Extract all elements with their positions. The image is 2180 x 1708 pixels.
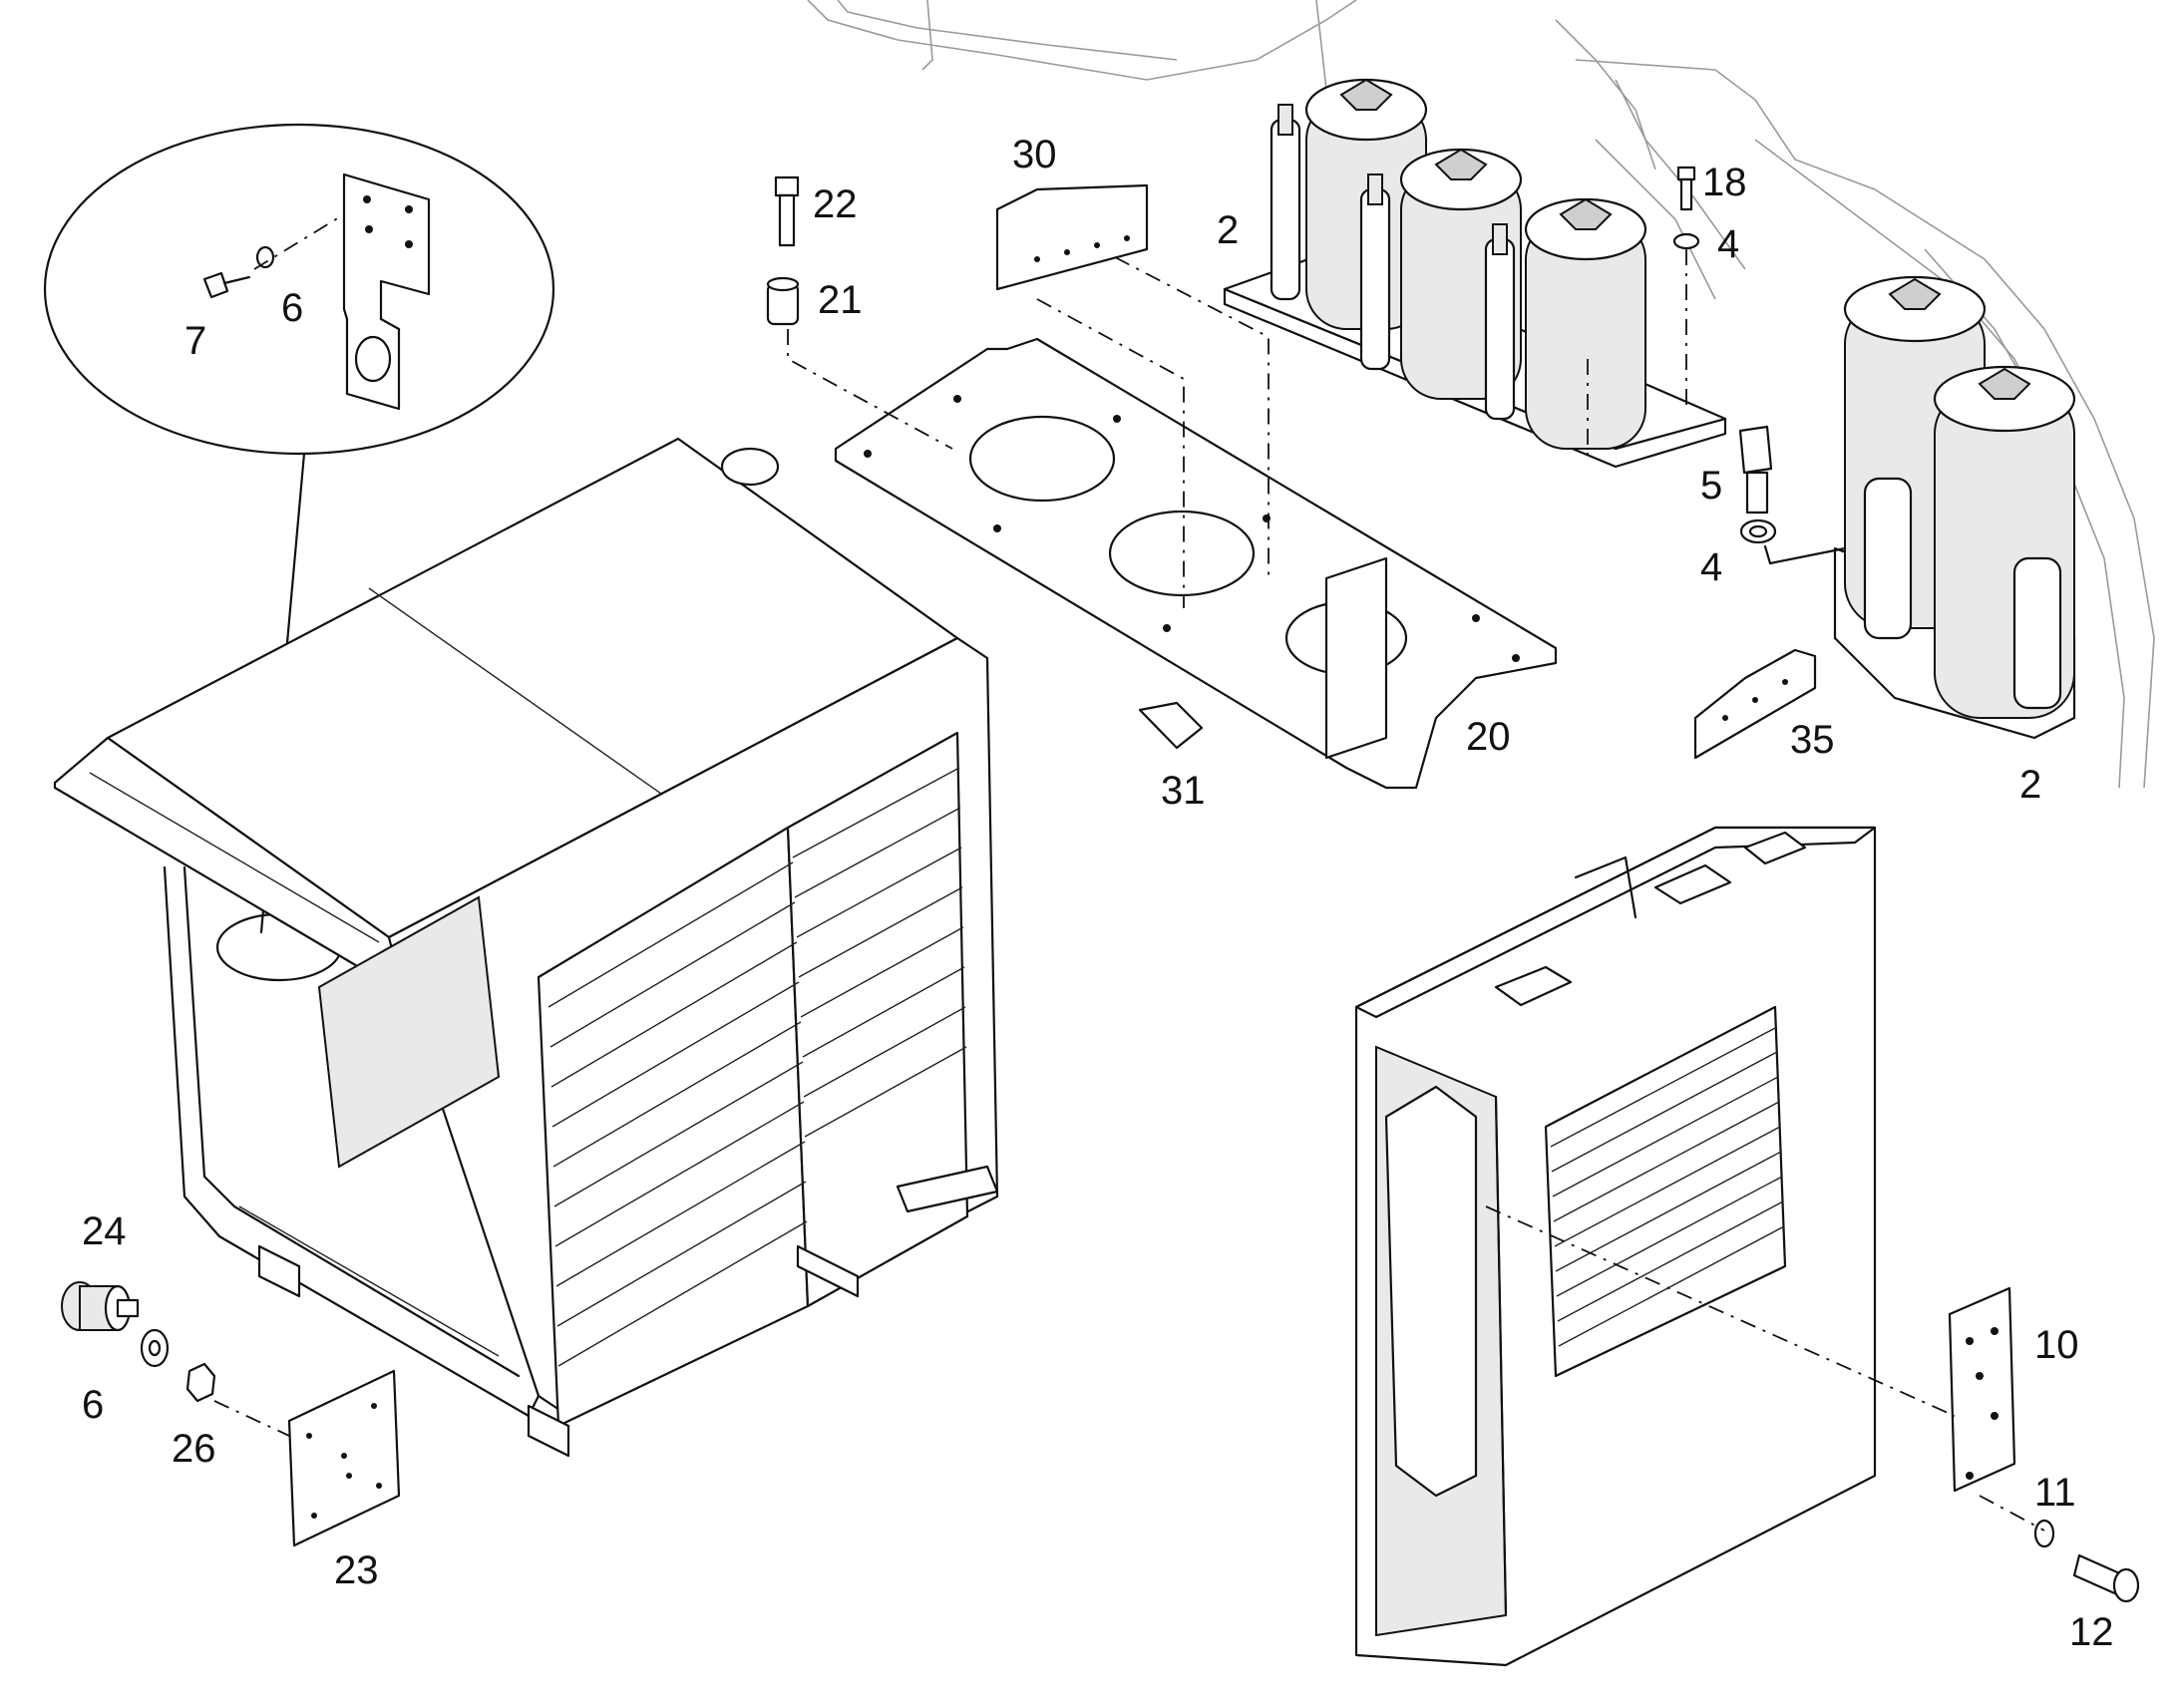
callout-24: 24: [82, 1209, 127, 1253]
washer-4-lower: [1739, 518, 1777, 544]
callout-6-detail: 6: [281, 286, 303, 330]
callout-5: 5: [1700, 464, 1722, 508]
bolt-18: [1676, 166, 1696, 211]
callout-20: 20: [1466, 715, 1511, 759]
bracket-30: [995, 183, 1149, 291]
callout-2-top: 2: [1217, 208, 1239, 252]
callout-18: 18: [1702, 161, 1747, 204]
bracket-35: [1693, 648, 1817, 760]
plate-10: [1948, 1286, 2016, 1493]
callout-26: 26: [172, 1427, 216, 1471]
callout-31: 31: [1161, 769, 1206, 813]
washer-4-top: [1672, 232, 1700, 250]
callout-12: 12: [2069, 1610, 2114, 1654]
hvac-housing-left: [53, 437, 999, 1458]
compressor-assembly-triple: [1223, 78, 1727, 469]
washer-11: [2033, 1519, 2055, 1548]
plate-23: [287, 1369, 401, 1547]
callout-labels: 30 22 21 2 18 4 6 7 5 4 20 31 35 2 24 6 …: [82, 133, 2114, 1654]
washer-6: [140, 1328, 170, 1368]
callout-11: 11: [2034, 1471, 2076, 1515]
spacer-21: [766, 276, 800, 326]
callout-30: 30: [1012, 133, 1057, 176]
callout-35: 35: [1790, 718, 1835, 762]
callout-22: 22: [813, 182, 858, 226]
plate-31: [1138, 701, 1204, 750]
bolt-5: [1738, 425, 1773, 514]
callout-4-lower: 4: [1700, 545, 1722, 589]
callout-4-top: 4: [1717, 222, 1739, 266]
bolt-22: [774, 175, 800, 247]
leader-lines: [213, 249, 2045, 1532]
nut-26: [185, 1362, 216, 1403]
callout-6-lower: 6: [82, 1383, 104, 1427]
callout-21: 21: [818, 278, 863, 322]
callout-7: 7: [184, 319, 206, 363]
callout-23: 23: [334, 1548, 379, 1592]
base-plate-20: [834, 337, 1558, 790]
compressor-assembly-dual: [1833, 275, 2076, 740]
mount-24: [61, 1281, 140, 1332]
condenser-frame-right: [1354, 826, 1877, 1667]
callout-10: 10: [2034, 1323, 2079, 1367]
bolt-12: [2072, 1553, 2140, 1603]
callout-2-right: 2: [2019, 763, 2041, 807]
